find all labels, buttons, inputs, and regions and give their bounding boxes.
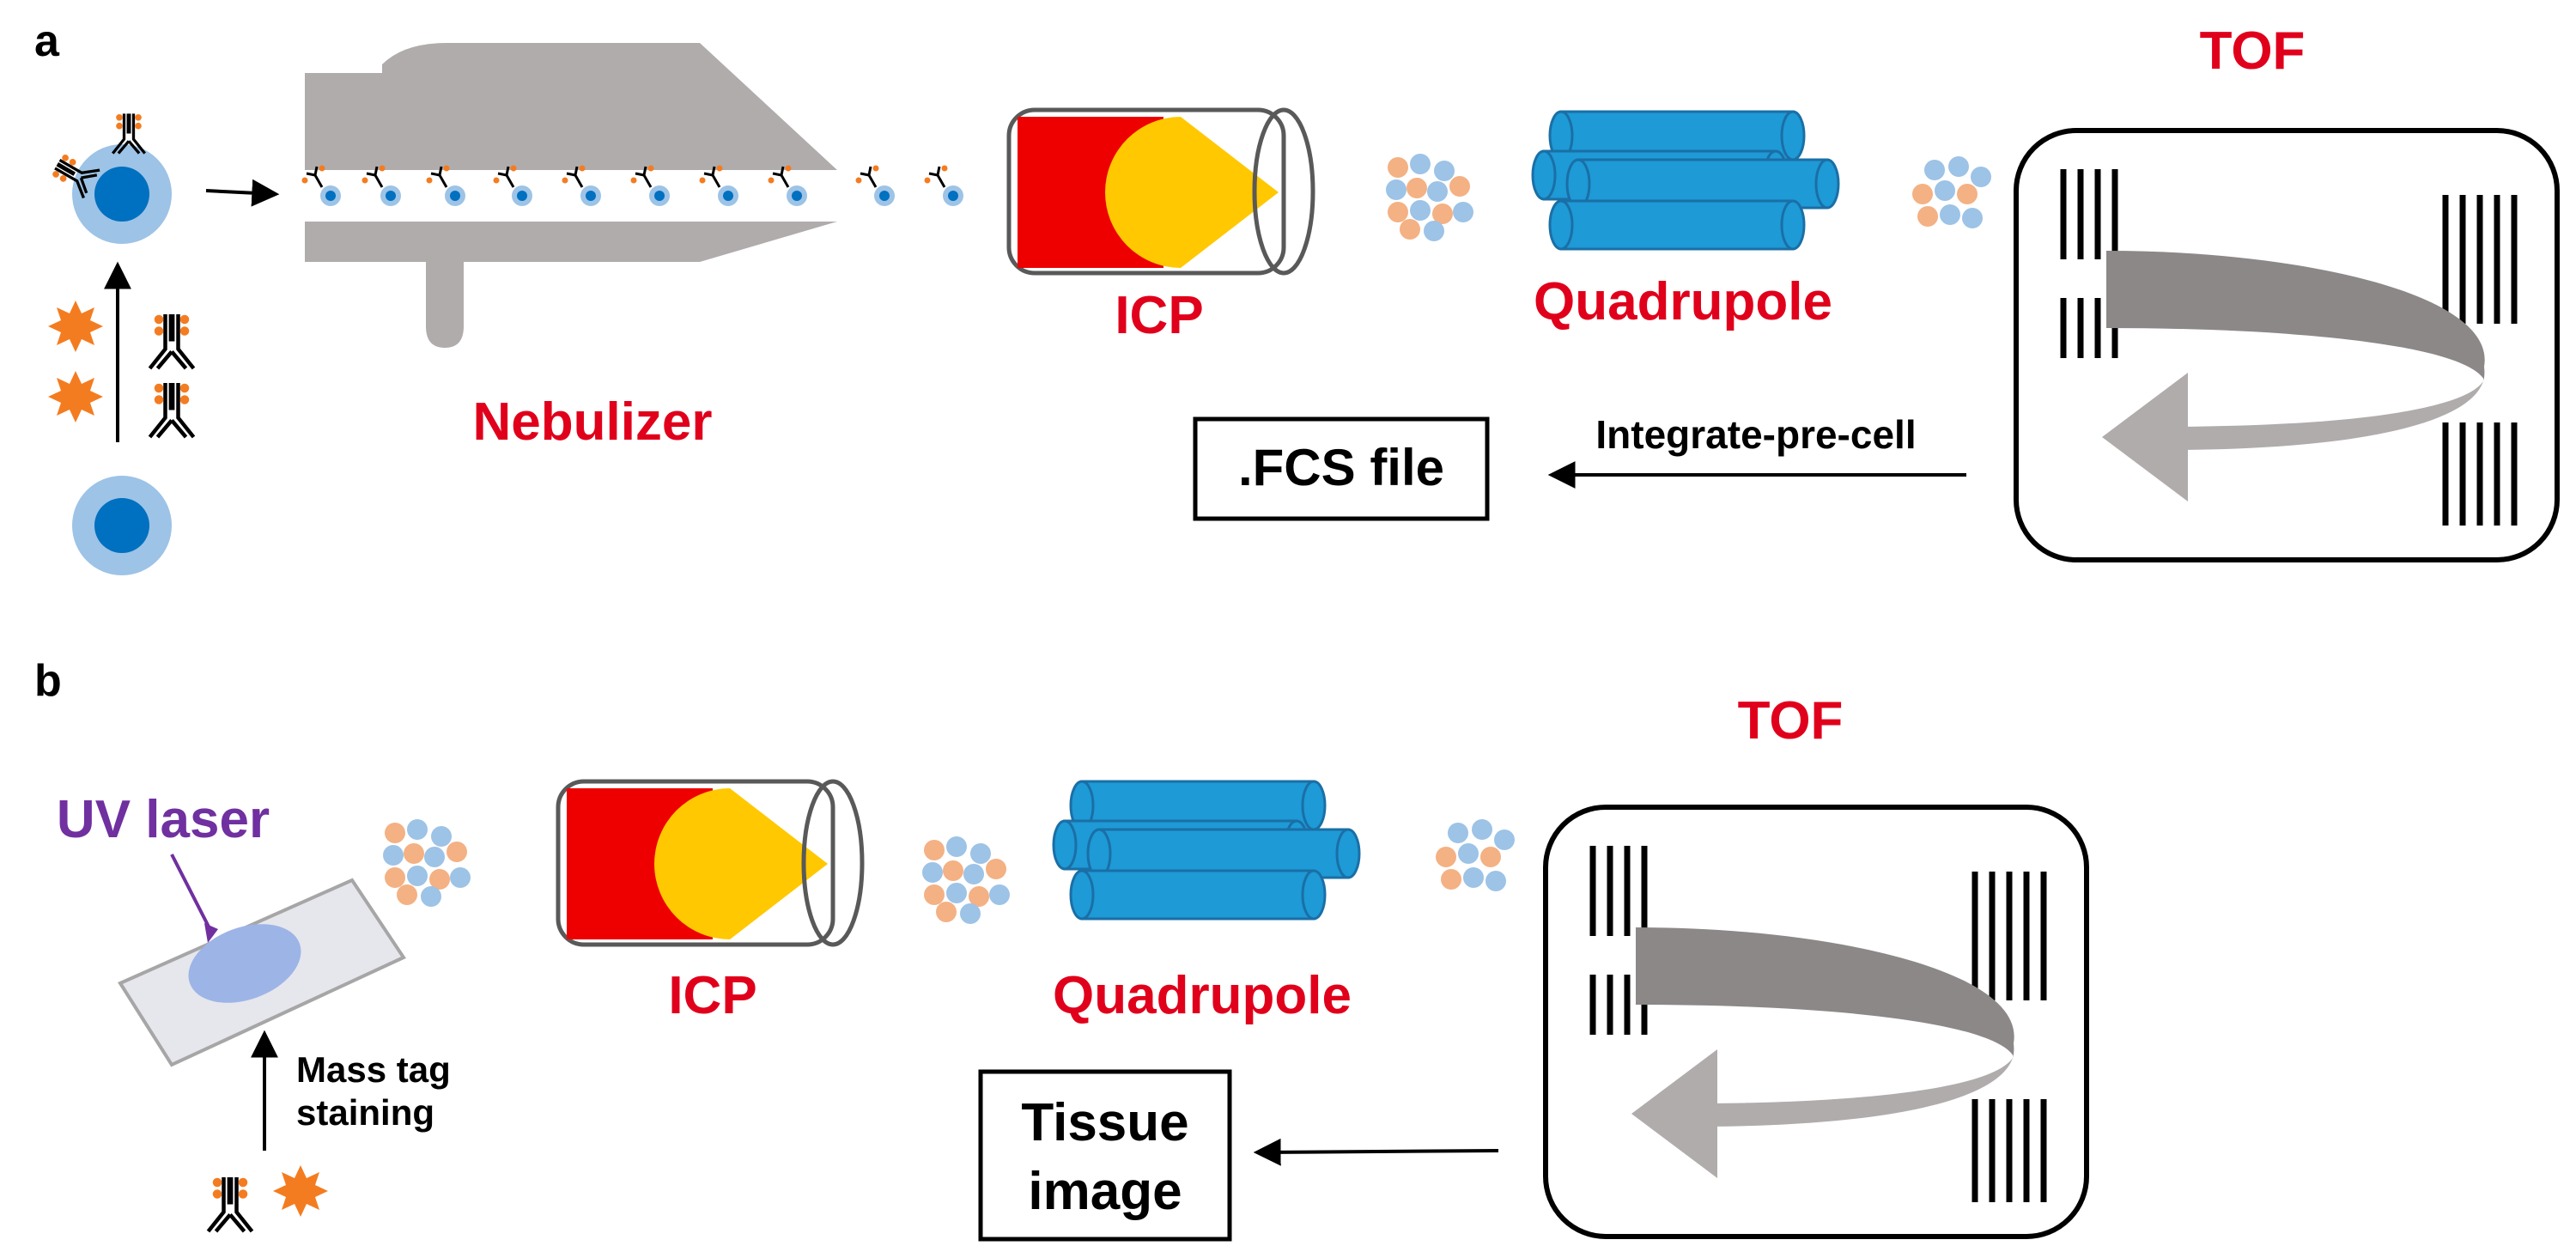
icp-label: ICP bbox=[668, 966, 756, 1025]
tissue-image-box bbox=[978, 1069, 1232, 1242]
icp-label: ICP bbox=[1115, 286, 1203, 345]
fcs-file-label: .FCS file bbox=[1238, 439, 1444, 496]
ion-cluster bbox=[1386, 154, 1473, 241]
antibody-icon bbox=[209, 1177, 252, 1231]
mass-tag-label-1: Mass tag bbox=[296, 1049, 451, 1090]
ion-cluster bbox=[1912, 156, 1991, 228]
antibody-icon bbox=[150, 314, 194, 368]
tof-label: TOF bbox=[1738, 691, 1844, 751]
tissue-slide bbox=[118, 878, 406, 1067]
quadrupole-label: Quadrupole bbox=[1534, 272, 1832, 331]
nebulizer-label: Nebulizer bbox=[472, 392, 712, 452]
output-arrow bbox=[1253, 1138, 1499, 1166]
uv-laser-label: UV laser bbox=[57, 790, 270, 849]
metal-star-icon bbox=[48, 371, 103, 422]
tof-analyzer bbox=[2016, 131, 2557, 560]
ion-cluster bbox=[383, 819, 471, 907]
icp-torch bbox=[1009, 110, 1313, 273]
flow-arrow bbox=[205, 179, 280, 207]
antibody-icon bbox=[150, 383, 194, 437]
fcs-file-box bbox=[1193, 416, 1490, 521]
metal-star-icon bbox=[48, 301, 103, 352]
quadrupole-label: Quadrupole bbox=[1053, 966, 1352, 1025]
uv-laser-beam bbox=[170, 854, 213, 933]
panel-b-letter: b bbox=[34, 656, 62, 706]
labeled-cell bbox=[47, 112, 172, 244]
tissue-image-label-2: image bbox=[1028, 1162, 1182, 1221]
tof-analyzer bbox=[1546, 807, 2087, 1237]
icp-torch bbox=[558, 781, 862, 945]
quadrupole bbox=[1052, 780, 1361, 921]
panel-b: b UV laser Mass tag staining ICP Quadrup… bbox=[34, 656, 2087, 1242]
metal-star-icon bbox=[273, 1165, 328, 1217]
nebulizer bbox=[301, 43, 965, 348]
mass-tag-label-2: staining bbox=[296, 1092, 434, 1133]
quadrupole bbox=[1531, 110, 1840, 251]
ion-cluster bbox=[1436, 819, 1515, 891]
panel-a-letter: a bbox=[34, 16, 60, 66]
integrate-label: Integrate-pre-cell bbox=[1595, 412, 1916, 457]
tof-label: TOF bbox=[2200, 21, 2306, 81]
ion-cluster bbox=[922, 836, 1010, 924]
unlabeled-cell bbox=[72, 476, 172, 575]
tissue-image-label-1: Tissue bbox=[1021, 1093, 1188, 1152]
panel-a: a bbox=[34, 16, 2557, 575]
